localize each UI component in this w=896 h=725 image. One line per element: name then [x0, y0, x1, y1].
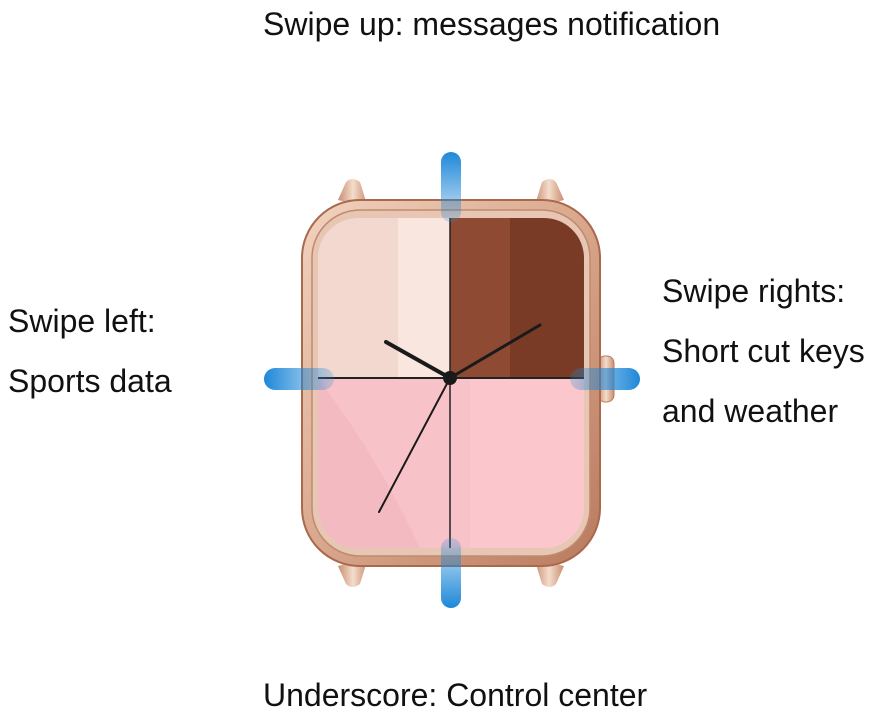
swipe-marker-right	[570, 368, 640, 390]
swipe-marker-up	[441, 152, 461, 222]
second-hand	[378, 377, 451, 513]
swipe-left-label: Swipe left: Sports data	[8, 291, 172, 411]
hour-hand	[384, 340, 452, 380]
swipe-right-label: Swipe rights: Short cut keys and weather	[662, 261, 865, 441]
swipe-up-label: Swipe up: messages notification	[263, 6, 721, 42]
swipe-left-label-line2: Sports data	[8, 363, 172, 399]
swipe-right-label-line1: Swipe rights:	[662, 273, 846, 309]
swipe-left-label-line1: Swipe left:	[8, 303, 156, 339]
swipe-right-label-line2: Short cut keys	[662, 333, 865, 369]
swipe-down-label: Underscore: Control center	[263, 677, 648, 713]
hands-center	[443, 371, 457, 385]
watch-face	[318, 218, 584, 548]
swipe-marker-down	[441, 538, 461, 608]
minute-hand	[448, 323, 542, 380]
swipe-marker-left	[264, 368, 334, 390]
swipe-right-label-line3: and weather	[662, 393, 839, 429]
clock-hands	[378, 323, 542, 513]
